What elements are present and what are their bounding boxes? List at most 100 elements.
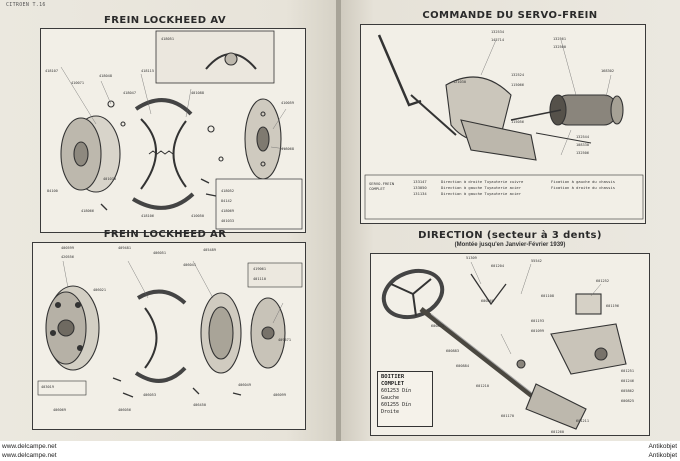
part-number: 401088 [191,91,204,95]
title-servo: COMMANDE DU SERVO-FREIN [422,10,598,21]
part-number: 418051 [161,37,174,41]
frein-av-diagram [60,30,303,230]
part-number: 406041 [183,263,196,267]
servo-diagram [364,34,644,220]
part-number: 410071 [71,81,84,85]
part-number: 420556 [61,255,74,259]
part-number: 132561 [553,37,566,41]
part-number: 108330 [576,143,589,147]
part-number: 145714 [491,38,504,42]
panel-servo: 132534 145714 121030 132524 115066 13256… [360,24,646,224]
part-number: 418106 [141,214,154,218]
part-number: 168302 [601,69,614,73]
part-number: 601210 [476,384,489,388]
part-number: 600883 [446,349,459,353]
part-number: 418069 [221,209,234,213]
footer-right-1: Antikobjet [648,443,677,450]
part-number: 84142 [221,199,232,203]
direction-diagram [381,261,627,430]
part-number: 410059 [281,101,294,105]
frein-ar-diagram [37,260,303,398]
part-number: 601196 [606,304,619,308]
document-spread: CITROEN T.16 FREIN LOCKHEED AV [0,0,680,441]
part-number: 400599 [61,246,74,250]
part-number: 601193 [531,319,544,323]
part-number: 601211 [576,419,589,423]
part-number: 601252 [596,279,609,283]
part-number: 418048 [99,74,112,78]
title-frein-av: FREIN LOCKHEED AV [104,15,226,26]
part-number: 55542 [531,259,542,263]
part-number: 418047 [123,91,136,95]
panel-frein-ar: 400599 420556 409481 406051 406041 40602… [32,242,306,430]
servo-legend-line: Direction à gauche Tuyauterie acier [441,191,522,196]
servo-legend-fixation: Fixation à gauche du chassis [551,179,616,184]
footer-left-1: www.delcampe.net [2,443,57,450]
part-number: 401070 [103,177,116,181]
part-number: 115056 [511,120,524,124]
part-number: 601260 [551,430,564,434]
part-number: 409571 [278,338,291,342]
part-number: 132524 [511,73,524,77]
part-number: 132500 [553,45,566,49]
page-gutter [336,0,341,441]
part-number: 406069 [53,408,66,412]
part-number: 419061 [253,267,266,271]
boitier-title: BOITIER COMPLET [381,374,405,387]
part-number: 418107 [45,69,58,73]
part-number: 51309 [466,256,477,260]
part-number: 132506 [576,151,589,155]
part-number: 600860 [481,299,494,303]
part-number: 405489 [203,248,216,252]
part-number: 409481 [118,246,131,250]
watermark-footer: www.delcampe.net www.delcampe.net Antiko… [0,441,680,461]
part-number: 406053 [143,393,156,397]
part-number: 84100 [47,189,58,193]
part-number: 401033 [221,219,234,223]
panel-direction: 51309 601204 55542 600860 601108 601252 … [370,253,650,436]
part-number: 601251 [621,369,634,373]
part-number: 600825 [621,399,634,403]
part-number: 601204 [491,264,504,268]
part-number: 132534 [491,30,504,34]
boitier-row: 601255 Dín Droite [381,402,412,415]
part-number: 406056 [118,408,131,412]
servo-legend-label: SERVO-FREIN COMPLET [369,181,395,191]
title-frein-ar: FREIN LOCKHEED AR [103,229,227,240]
footer-left-2: www.delcampe.net [2,452,57,459]
footer-right-2: Antikobjet [648,452,677,459]
part-number: 132544 [576,135,589,139]
part-number: 418115 [141,69,154,73]
part-number: 115066 [511,83,524,87]
part-number: 401110 [253,277,266,281]
part-number: 121030 [453,80,466,84]
part-number: 601170 [501,414,514,418]
boitier-row: 601253 Dín Gauche [381,388,412,401]
part-number: 601108 [541,294,554,298]
servo-legend-fixation: Fixation à droite du chassis [551,185,616,190]
servo-legend-code: 131134 [413,191,427,196]
part-number: 605862 [621,389,634,393]
part-number: 406099 [273,393,286,397]
title-direction: DIRECTION (secteur à 3 dents) [418,230,602,241]
subtitle-direction: (Montée jusqu'en Janvier-Février 1939) [454,242,566,248]
servo-legend-line: Direction à gauche Tuyauterie acier [441,185,522,190]
part-number: 406021 [93,288,106,292]
part-number: 410050 [191,214,204,218]
part-number: 406450 [193,403,206,407]
part-number: 406049 [238,383,251,387]
part-number: 418052 [221,189,234,193]
part-number: 418066 [81,209,94,213]
running-head: CITROEN T.16 [6,2,46,8]
boitier-complet-box: BOITIER COMPLET 601253 Dín Gauche 601255… [377,371,433,427]
servo-legend-line: Direction à droite Tuyauterie cuivre [441,179,524,184]
servo-legend-code: 133050 [413,185,427,190]
part-number: 403019 [41,385,54,389]
part-number: 600884 [456,364,469,368]
panel-frein-av: 418107 410071 418048 418047 418115 40108… [40,28,306,233]
servo-legend-code: 133147 [413,179,427,184]
part-number: 601246 [621,379,634,383]
part-number: 406051 [153,251,166,255]
part-number: 600873 [431,324,444,328]
part-number: 418068 [281,147,294,151]
